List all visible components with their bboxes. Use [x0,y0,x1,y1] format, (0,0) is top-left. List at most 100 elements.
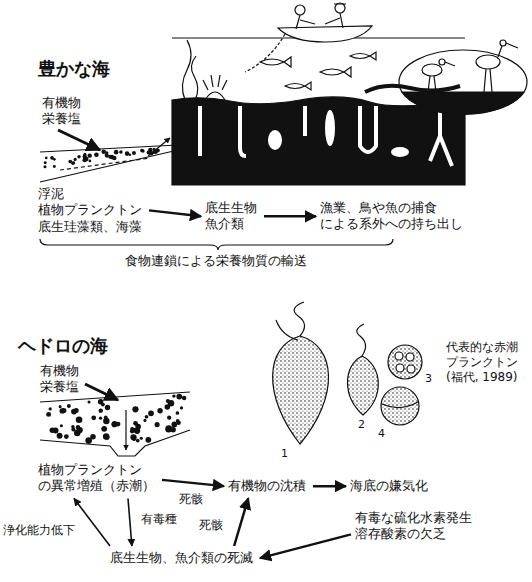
drawn-stroke [476,55,500,69]
flow-step: 底生生物 魚介類 [205,200,260,233]
step-text: 底生生物 魚介類 [205,200,260,233]
drawn-stroke [167,415,171,419]
step-text: 浮泥 植物プランクトン 底生珪藻類、海藻 [38,186,145,235]
drawn-stroke [110,155,115,160]
sediment-dots [43,148,159,169]
drawn-stroke [152,151,155,154]
drawn-stroke [348,356,379,415]
drawn-stroke [105,405,110,410]
drawn-stroke [165,404,170,409]
drawn-stroke [60,158,150,170]
drawn-stroke [260,57,291,67]
drawn-stroke [64,434,69,439]
drawn-stroke [500,40,506,46]
sludge-dots [46,394,186,444]
drawn-stroke [156,149,160,153]
callout-number: 3 [425,372,435,386]
drawn-stroke [40,430,190,456]
flow-arrow [313,485,346,488]
sludge-sea-section [40,384,190,456]
flow-step: 植物プランクトン の異常増殖（赤潮） [38,462,158,495]
drawn-stroke [360,106,376,152]
drawn-stroke [395,352,403,360]
drawn-stroke [60,408,65,413]
drawn-stroke [294,302,304,336]
drawn-stroke [143,419,146,422]
red-tide-plankton [273,302,422,444]
drawn-stroke [76,425,81,430]
step-text: 海底の嫌気化 [350,478,431,494]
drawn-stroke [295,5,305,15]
drawn-stroke [148,410,154,416]
drawn-stroke [40,239,393,250]
drawn-stroke [59,405,62,408]
drawn-stroke [350,52,376,60]
drawn-stroke [101,426,107,432]
drawn-stroke [132,151,136,155]
drawn-stroke [407,365,415,373]
food-chain-bracket [40,239,393,250]
drawn-stroke [57,433,63,439]
drawn-stroke [94,152,99,157]
drawn-stroke [171,422,177,428]
flow-arrow [128,499,132,547]
drawn-stroke [148,138,170,156]
drawn-stroke [285,82,311,90]
flow-arrow [149,210,201,216]
drawn-stroke [46,412,51,417]
step-text: 漁業、鳥や魚の捕食 による系外への持ち出し [320,200,466,233]
drawn-stroke [145,437,151,443]
section-heading: 豊かな海 [38,58,113,81]
flow-arrow [260,534,351,558]
drawn-stroke [422,64,442,76]
drawn-stroke [278,26,372,42]
drawn-stroke [135,424,141,430]
drawn-stroke [325,110,335,146]
drawn-stroke [145,415,149,419]
callout-number: 2 [358,418,368,432]
step-text: 植物プランクトン の異常増殖（赤潮） [38,462,158,495]
drawn-stroke [172,394,175,397]
drawn-stroke [111,422,117,428]
flow-step: 漁業、鳥や魚の捕食 による系外への持ち出し [320,200,466,233]
drawn-stroke [155,422,160,427]
drawn-stroke [88,400,91,403]
drawn-stroke [191,56,197,100]
flow-arrow [264,215,316,218]
drawn-stroke [276,320,298,340]
drawn-stroke [382,402,418,408]
drawn-stroke [99,408,103,412]
drawn-stroke [53,158,56,161]
flow-arrow [234,498,248,546]
drawn-stroke [74,158,77,161]
drawn-stroke [406,353,414,361]
figure-caption: 代表的な赤潮 プランクトン (福代, 1989) [446,340,521,385]
drawn-stroke [71,409,77,415]
arrow-label: 浄化能力低下 [2,523,81,538]
drawn-stroke [132,406,138,412]
drawn-stroke [76,416,83,423]
drawn-stroke [180,406,183,409]
drawn-stroke [303,106,307,136]
drawn-stroke [157,408,162,413]
drawn-stroke [325,4,346,28]
drawn-stroke [172,97,465,185]
drawn-stroke [77,155,80,158]
drawn-stroke [98,399,103,404]
drawn-stroke [44,161,47,164]
drawn-stroke [105,154,109,158]
drawn-stroke [182,40,191,100]
drawn-stroke [45,157,48,160]
drawn-stroke [176,419,180,423]
drawn-stroke [99,417,102,420]
callout-number: 1 [281,447,291,461]
drawn-stroke [85,384,118,400]
drawn-stroke [49,407,52,410]
drawn-stroke [176,394,182,400]
step-text: 有毒な硫化水素発生 溶存酸素の欠乏 [355,510,475,543]
drawn-stroke [357,324,366,356]
drawn-stroke [72,161,75,164]
flow-step: 底生生物、魚介類の死滅 [110,550,256,566]
drawn-stroke [91,415,96,420]
flow-step: 有毒な硫化水素発生 溶存酸素の欠乏 [355,510,475,543]
